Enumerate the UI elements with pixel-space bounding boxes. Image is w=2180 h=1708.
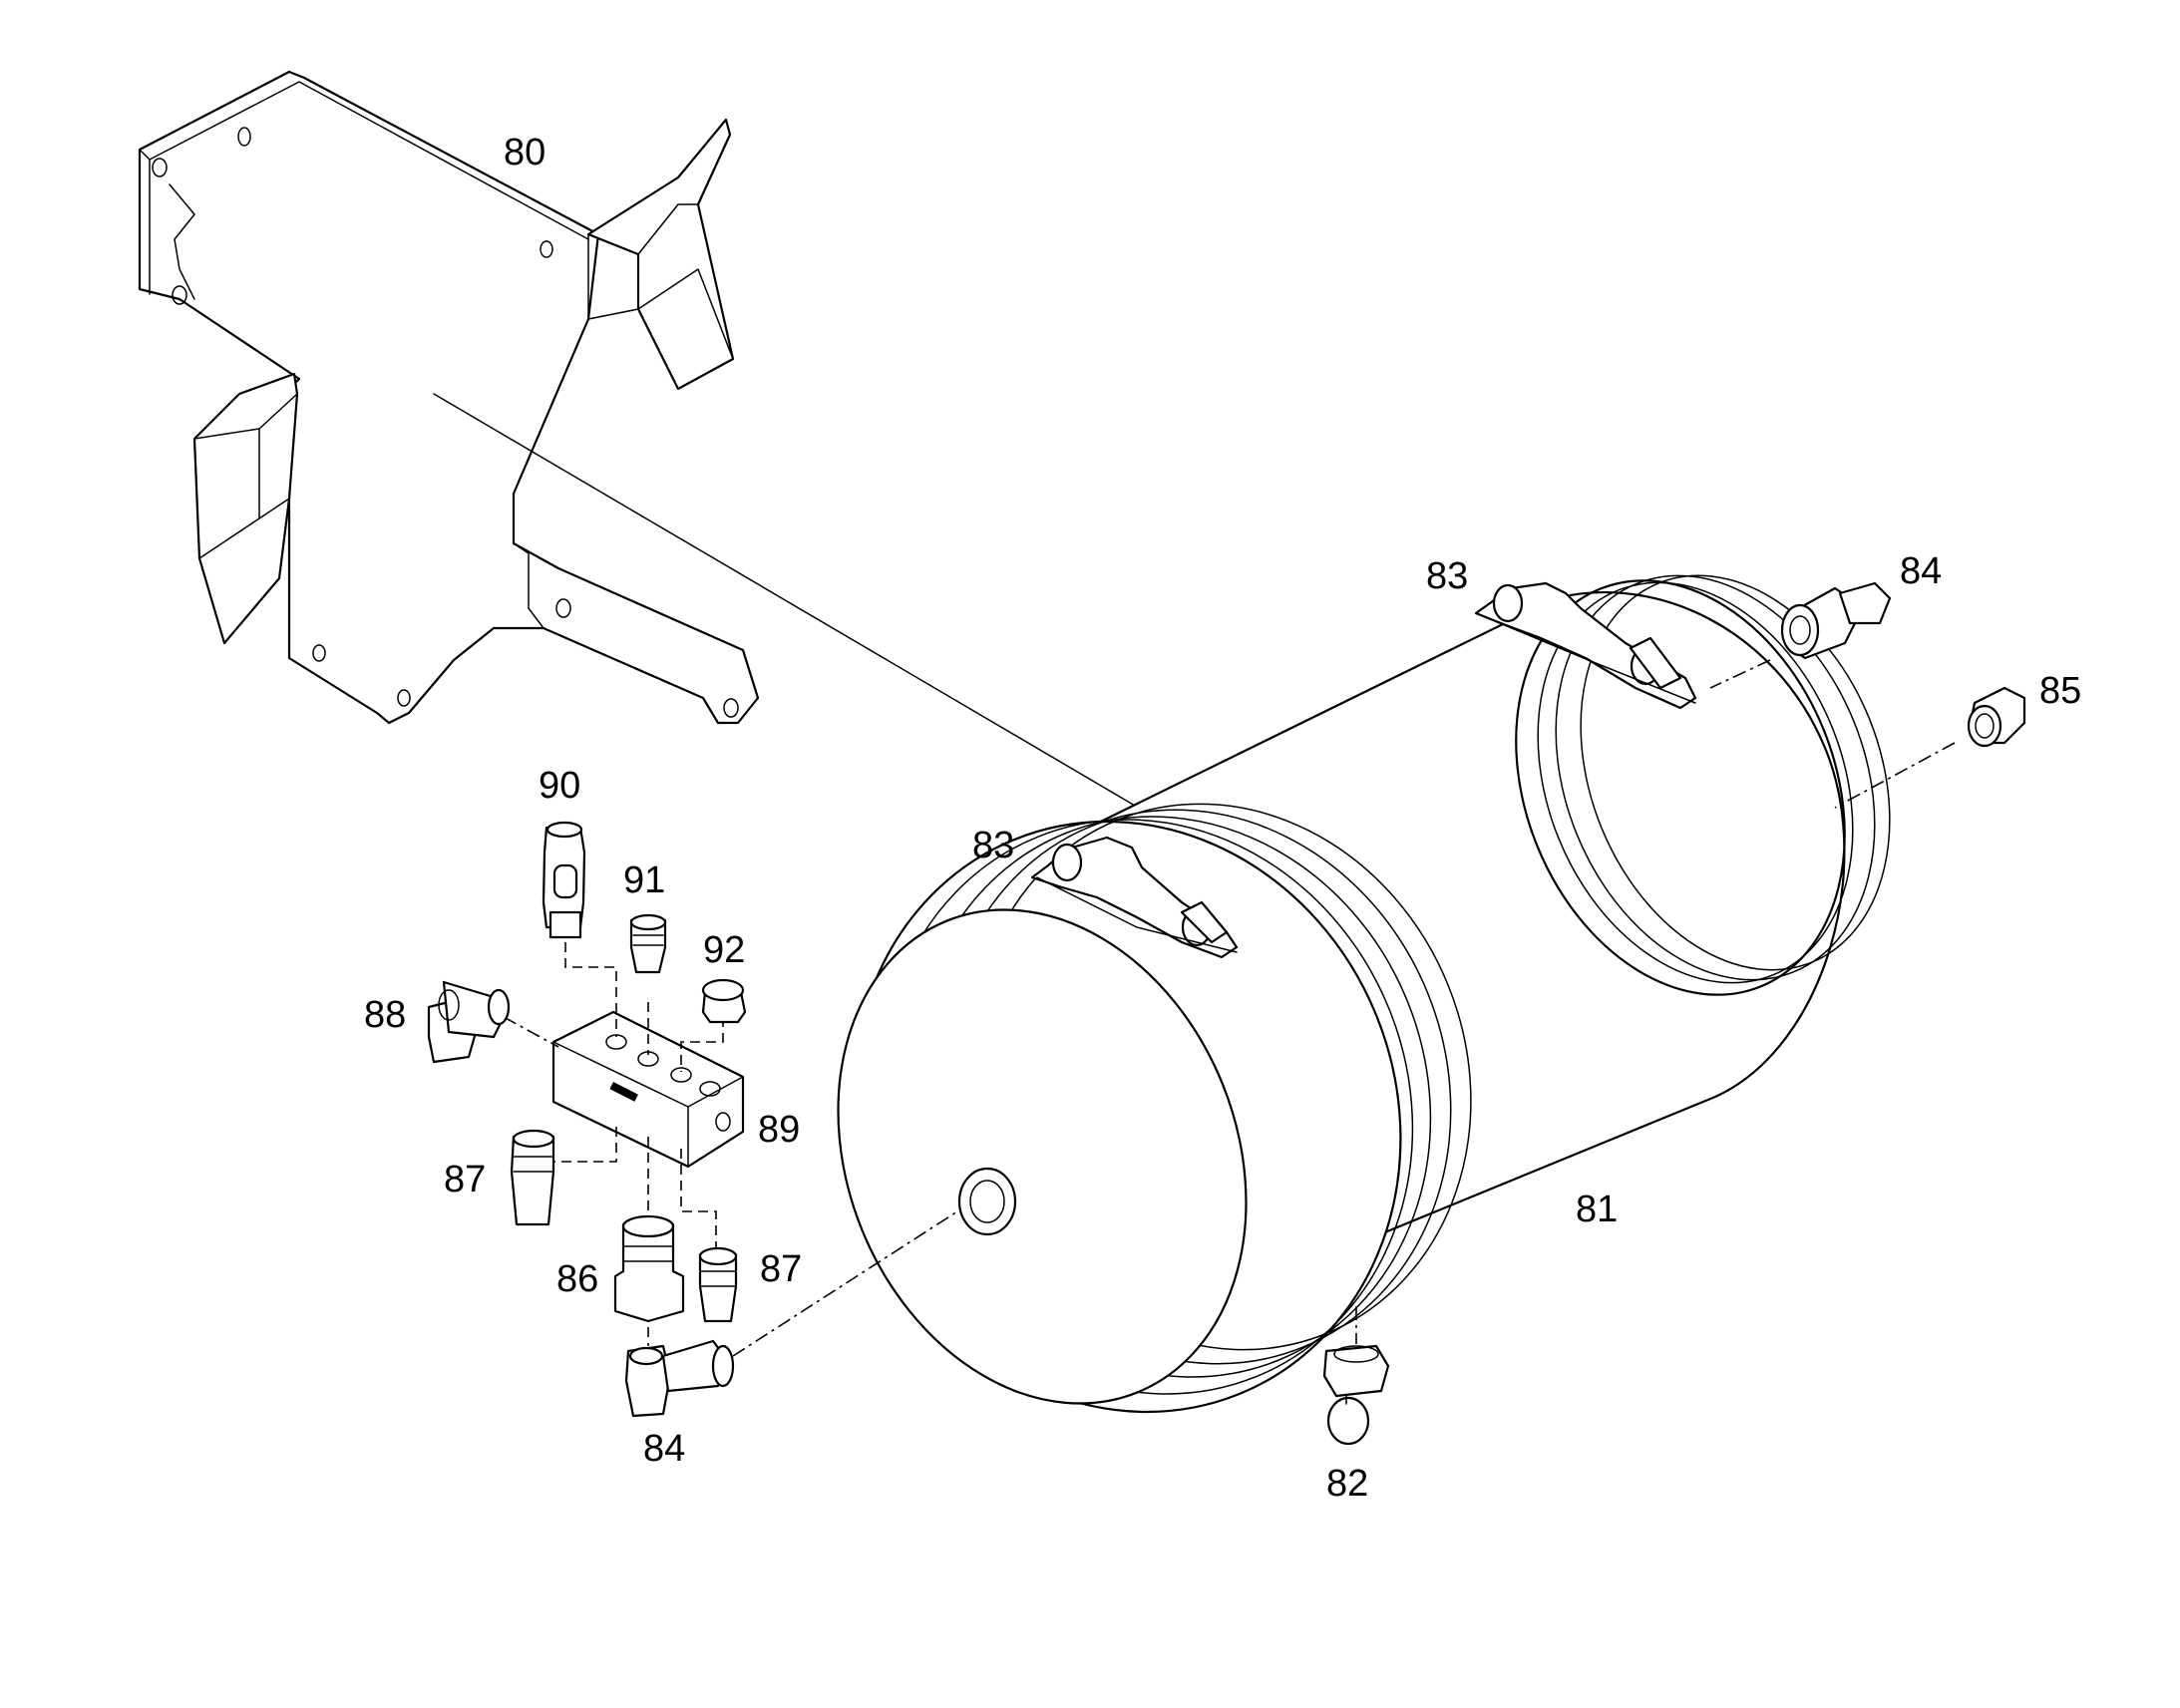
label-80: 80	[504, 132, 545, 173]
label-83-top: 83	[1426, 555, 1468, 597]
elbow-fitting-84-lower	[624, 1339, 735, 1418]
plug-92	[701, 978, 747, 1024]
manifold-block-89	[551, 1010, 745, 1169]
label-81: 81	[1576, 1189, 1618, 1230]
label-85: 85	[2039, 670, 2081, 712]
air-tank-81	[837, 574, 1891, 1414]
label-83-left: 83	[972, 825, 1014, 866]
fitting-87-right	[698, 1246, 738, 1323]
fitting-87-left	[510, 1129, 555, 1226]
label-90: 90	[539, 765, 580, 807]
label-87-left: 87	[444, 1159, 486, 1200]
part-number-labels: 80 81 82 83 83 84 84 85 86 87 87 88 89 9…	[364, 132, 2081, 1505]
plug-85	[1967, 686, 2026, 748]
fitting-90	[542, 821, 586, 939]
label-84-lower: 84	[643, 1428, 685, 1470]
label-84-rear: 84	[1900, 550, 1942, 592]
fitting-91	[629, 913, 667, 974]
label-88: 88	[364, 994, 406, 1036]
label-92: 92	[703, 929, 745, 971]
elbow-fitting-88	[427, 980, 511, 1064]
axis-line-84	[1709, 659, 1771, 689]
drain-valve-82	[1322, 1344, 1390, 1446]
fitting-86	[613, 1214, 685, 1323]
label-91: 91	[623, 859, 665, 901]
fitting-84-rear	[1780, 581, 1892, 660]
label-86: 86	[556, 1258, 598, 1300]
label-82: 82	[1326, 1463, 1368, 1505]
label-87-right: 87	[760, 1248, 802, 1290]
assembly-centerline	[433, 393, 1148, 814]
mounting-bracket-80	[138, 70, 760, 725]
axis-line-85	[1834, 742, 1956, 809]
label-89: 89	[758, 1109, 800, 1151]
